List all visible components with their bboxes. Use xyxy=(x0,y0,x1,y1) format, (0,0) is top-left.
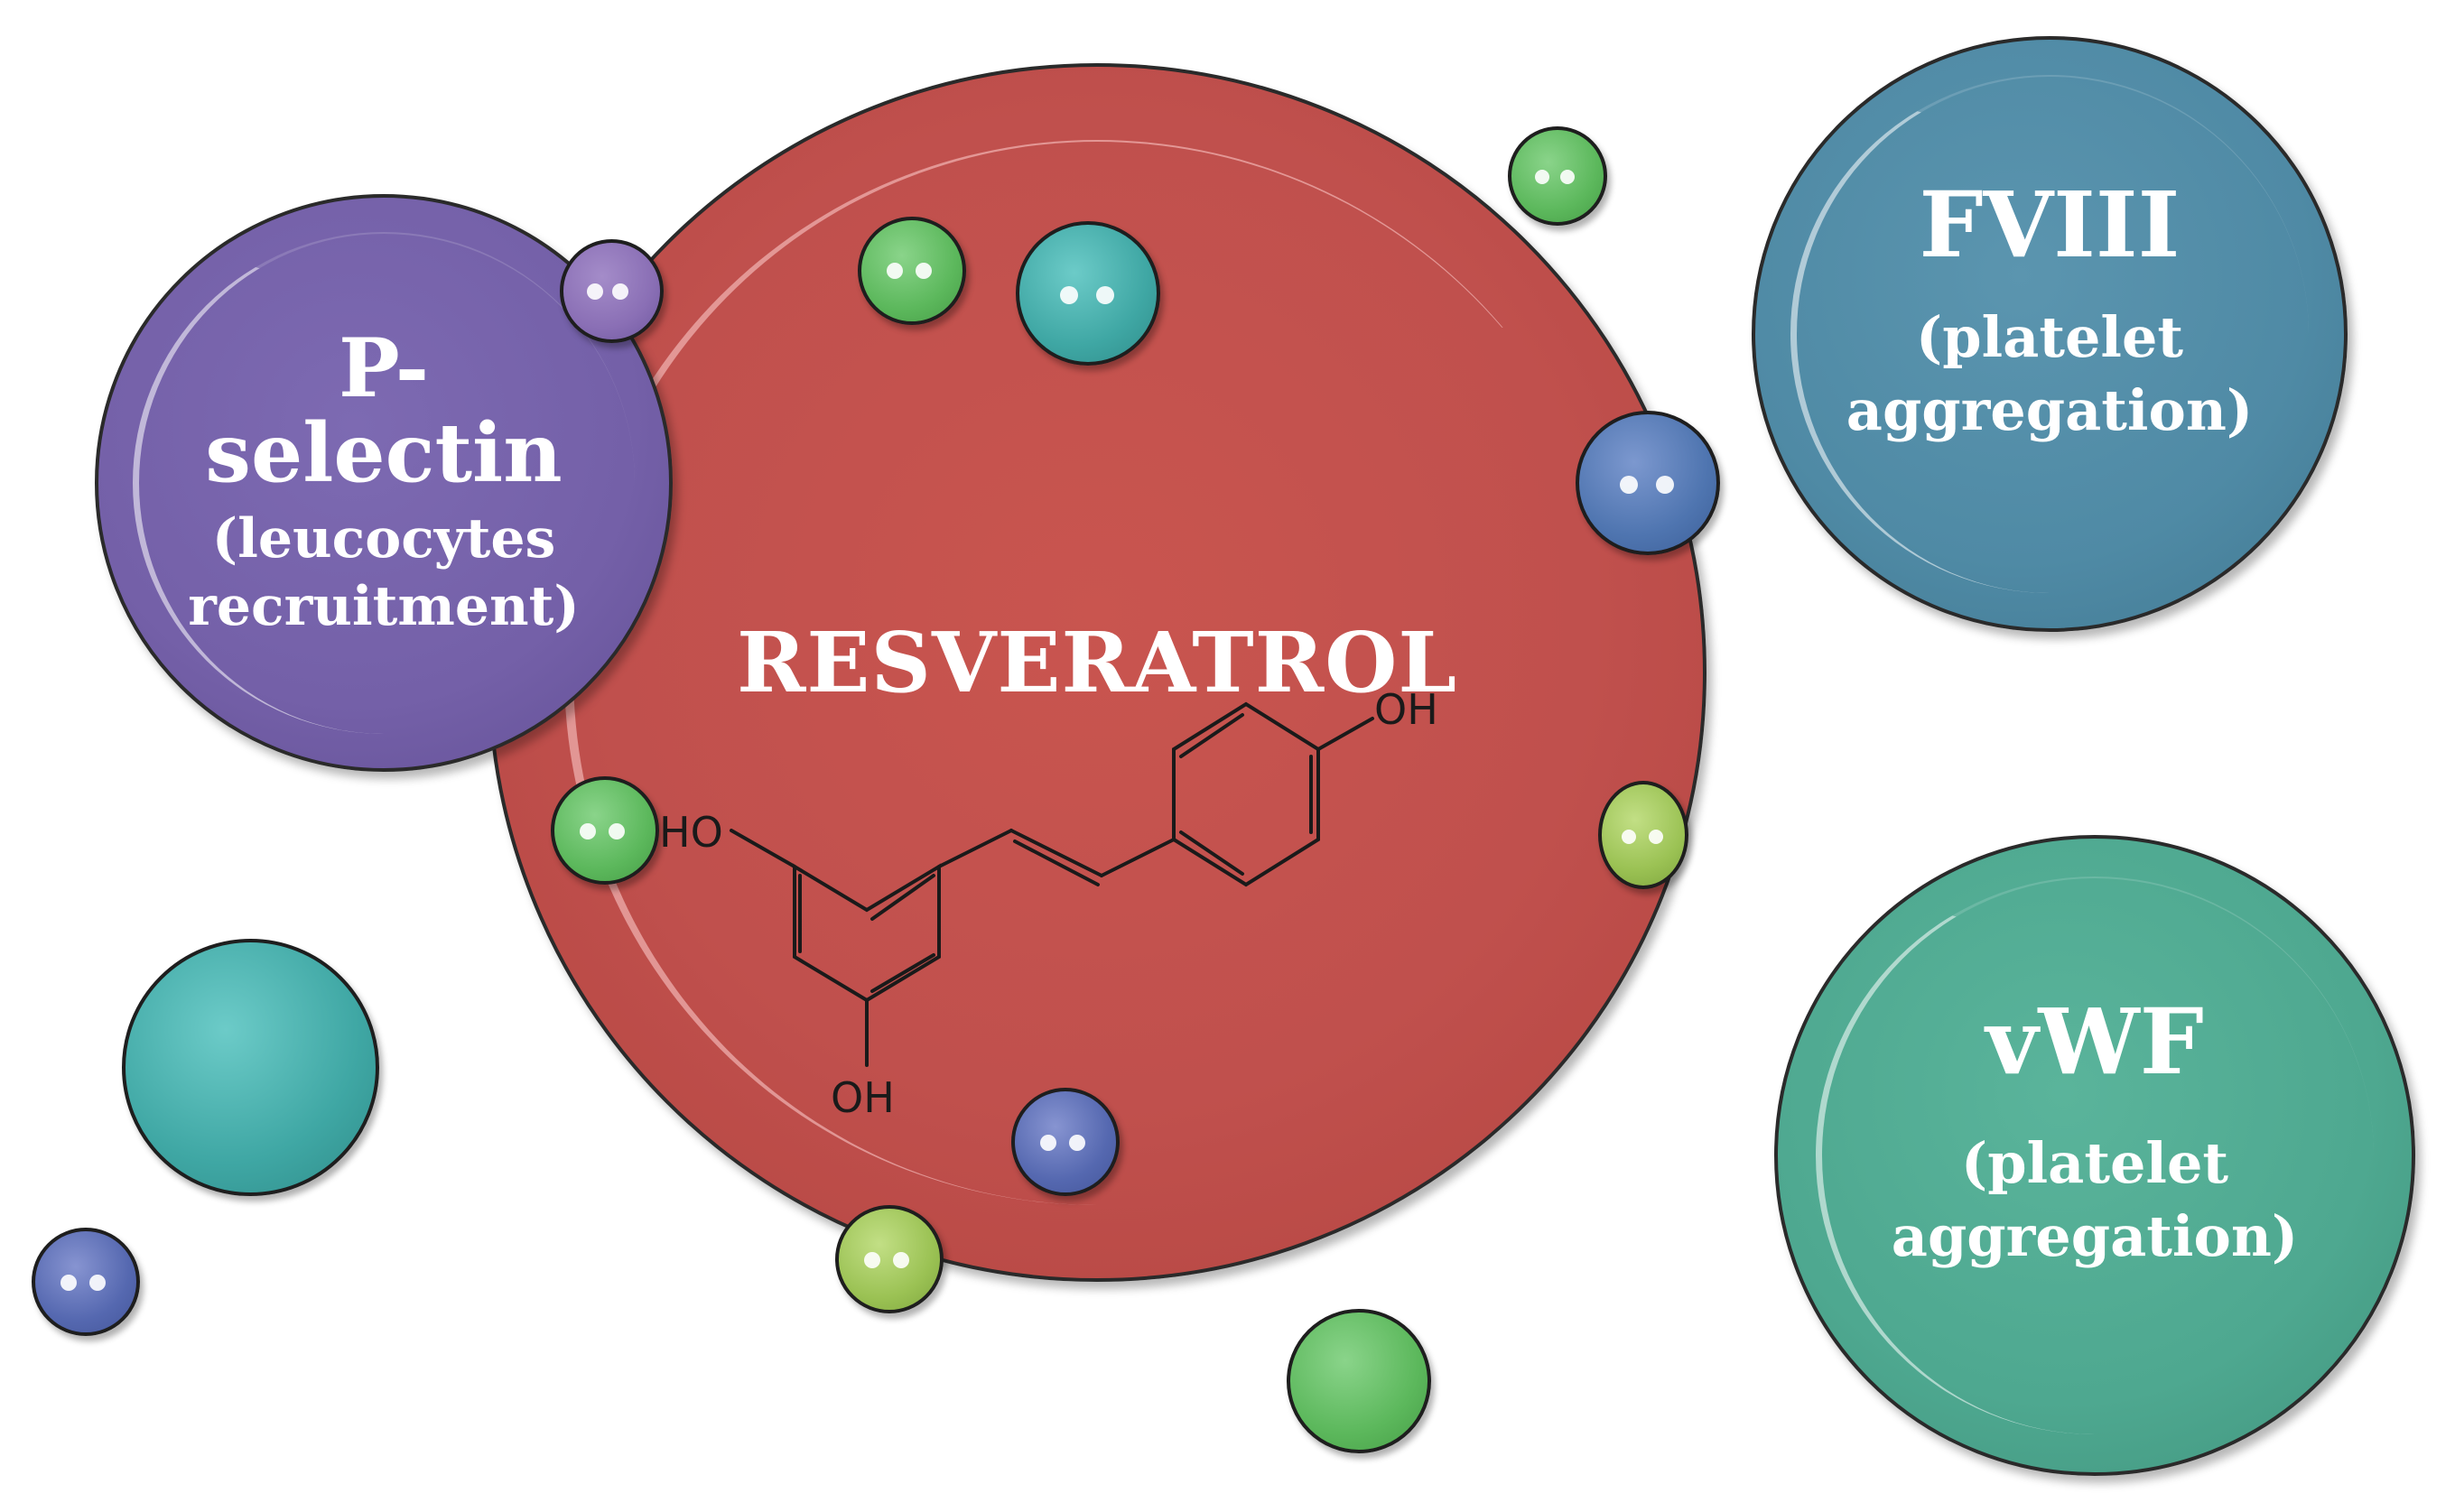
p-selectin-sub-line2: recruitment) xyxy=(188,574,580,638)
p-selectin-title-line1: P- xyxy=(338,320,430,416)
ho-label: HO xyxy=(659,808,723,857)
p-selectin-title-line2: selectin xyxy=(205,405,563,501)
fviii-sub-line2: aggregation) xyxy=(1846,376,2254,443)
fviii-sub-line1: (platelet xyxy=(1915,304,2184,370)
small-teal-sphere-top xyxy=(1016,221,1160,366)
small-green-sphere-left xyxy=(551,776,659,885)
small-lime-sphere-right xyxy=(1598,781,1688,889)
oh-bottom-label: OH xyxy=(831,1073,895,1122)
fviii-title: FVIII xyxy=(1919,172,2181,278)
small-purple-sphere xyxy=(560,239,664,343)
small-green-sphere-bottom xyxy=(1287,1309,1431,1453)
p-selectin-sub-line1: (leucocytes xyxy=(211,506,556,570)
small-lime-sphere-bottom xyxy=(835,1205,944,1313)
oh-right-label: OH xyxy=(1374,686,1438,734)
small-blue-sphere-bottom-left xyxy=(32,1228,140,1336)
small-green-sphere-upper-right xyxy=(1508,126,1607,226)
resveratrol-title: RESVERATROL xyxy=(736,614,1458,711)
p-selectin-bubble: P- selectin (leucocytes recruitment) xyxy=(95,194,673,772)
small-blue-sphere-bottom xyxy=(1011,1088,1120,1196)
large-teal-sphere-left xyxy=(122,939,379,1196)
resveratrol-structure: HO OH OH xyxy=(659,686,1438,1122)
vwf-sub-line1: (platelet xyxy=(1960,1130,2229,1196)
small-blue-sphere-right xyxy=(1576,411,1720,555)
vwf-title: vWF xyxy=(1985,988,2204,1095)
fviii-bubble: FVIII (platelet aggregation) xyxy=(1752,36,2348,632)
vwf-sub-line2: aggregation) xyxy=(1891,1202,2299,1269)
small-green-sphere-top xyxy=(858,217,966,325)
right-benzene-ring xyxy=(1172,701,1320,887)
vwf-bubble: vWF (platelet aggregation) xyxy=(1774,835,2415,1476)
